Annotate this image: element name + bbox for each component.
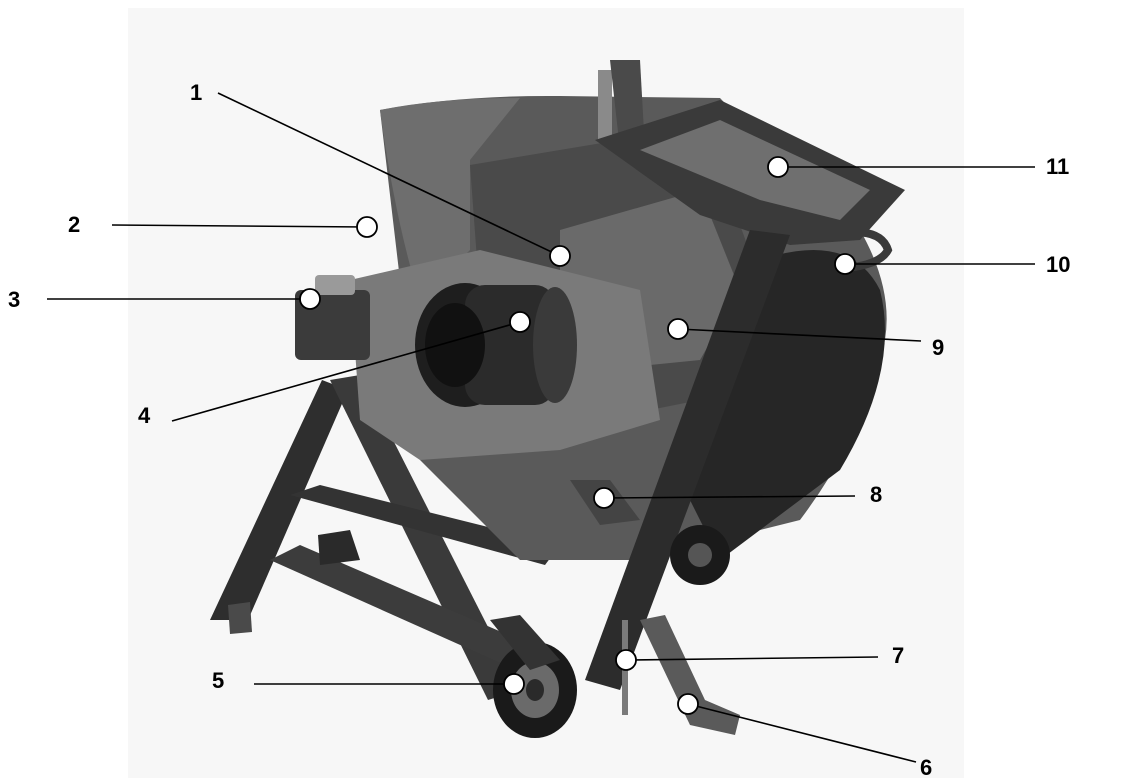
callout-number-2: 2 xyxy=(68,212,80,237)
callout-number-8: 8 xyxy=(870,482,882,507)
motor-body xyxy=(465,285,555,405)
handle xyxy=(829,228,893,272)
leader-line-8 xyxy=(603,495,856,499)
callout-number-7: 7 xyxy=(892,643,904,668)
log-saw-machine-icon xyxy=(210,60,905,738)
rear-guard xyxy=(690,250,885,560)
callout-numbers: 1 2 3 4 5 6 7 8 9 10 11 xyxy=(8,80,1070,780)
motor-flange xyxy=(533,287,577,403)
leader-line-1 xyxy=(217,92,561,257)
callout-number-10: 10 xyxy=(1046,252,1070,277)
callout-number-6: 6 xyxy=(920,755,932,780)
leader-line-2 xyxy=(111,224,368,228)
callout-leaders xyxy=(47,92,1035,763)
tilting-table-rail xyxy=(585,230,790,690)
log-holder-grille-inner xyxy=(640,120,870,220)
switch-button xyxy=(315,275,355,295)
callout-number-11: 11 xyxy=(1046,154,1069,179)
callout-number-5: 5 xyxy=(212,668,224,693)
blade-guard-front-face xyxy=(380,98,520,300)
marker-3[interactable] xyxy=(299,288,321,310)
frame-leg-center xyxy=(330,375,520,700)
frame-leg-left xyxy=(210,380,348,620)
marker-7[interactable] xyxy=(615,649,637,671)
front-wheel-axle xyxy=(526,679,544,701)
marker-2[interactable] xyxy=(356,216,378,238)
callout-number-1: 1 xyxy=(190,80,202,105)
frame-crossbar-front xyxy=(270,545,520,665)
motor-fan-cover xyxy=(425,303,485,387)
frame-foot xyxy=(318,530,360,565)
callout-number-4: 4 xyxy=(138,403,151,428)
frame-foot-left xyxy=(228,602,252,634)
callout-number-9: 9 xyxy=(932,335,944,360)
marker-9[interactable] xyxy=(667,318,689,340)
marker-10[interactable] xyxy=(834,253,856,275)
marker-11[interactable] xyxy=(767,156,789,178)
leader-line-4 xyxy=(171,321,521,422)
callout-markers xyxy=(299,156,856,715)
marker-1[interactable] xyxy=(549,245,571,267)
marker-4[interactable] xyxy=(509,311,531,333)
leader-line-7 xyxy=(625,656,879,661)
marker-6[interactable] xyxy=(677,693,699,715)
leader-line-6 xyxy=(687,703,917,763)
callout-number-3: 3 xyxy=(8,287,20,312)
leader-line-9 xyxy=(677,328,922,342)
rear-wheel-hub xyxy=(688,543,712,567)
foot-pedal xyxy=(640,615,740,735)
marker-5[interactable] xyxy=(503,673,525,695)
marker-8[interactable] xyxy=(593,487,615,509)
frame-wheel-strut xyxy=(490,615,560,670)
tension-spring xyxy=(598,70,612,140)
frame-crossbar-back xyxy=(290,485,560,565)
